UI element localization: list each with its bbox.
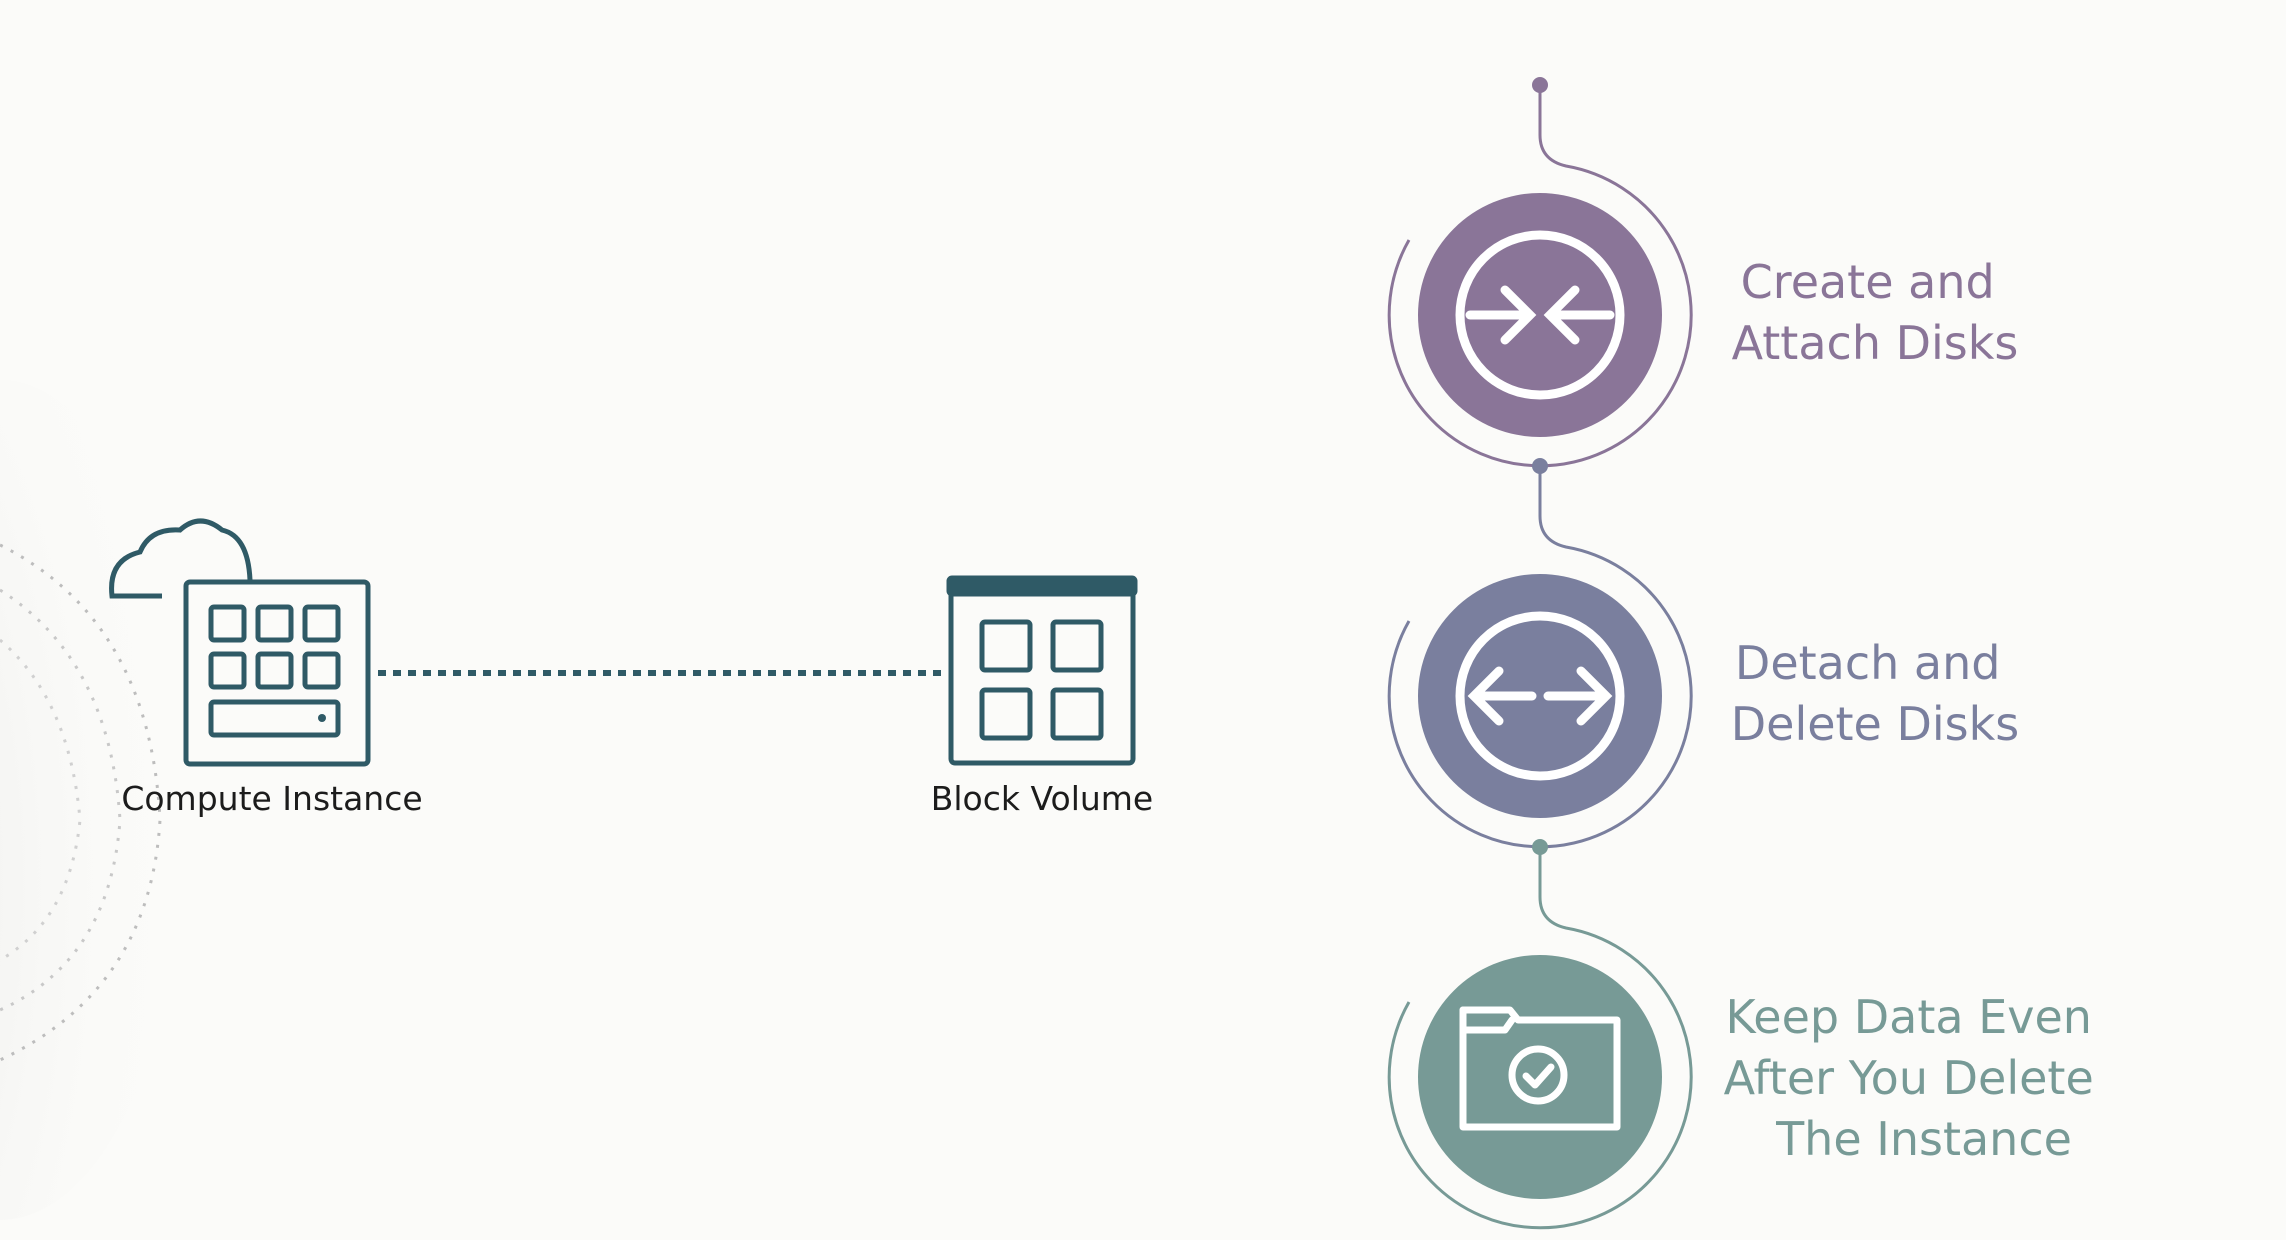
arrows-converge-icon [1455,230,1625,400]
step-label: Detach and Delete Disks [1731,636,2020,751]
step-label: Create and Attach Disks [1732,255,2019,370]
folder-check-icon [1459,1006,1621,1131]
timeline-connector [1387,77,1693,1230]
step-detach-delete: Detach and Delete Disks [1418,574,2019,818]
block-volume-icon [946,575,1138,766]
arrows-diverge-icon [1455,611,1625,781]
compute-instance-icon [109,518,371,767]
background-decoration [0,380,190,1220]
step-label: Keep Data Even After You Delete The Inst… [1724,990,2109,1166]
compute-instance-label: Compute Instance [121,779,422,818]
block-volume-label: Block Volume [931,779,1153,818]
step-keep-data: Keep Data Even After You Delete The Inst… [1418,955,2109,1199]
step-create-attach: Create and Attach Disks [1418,193,2018,437]
